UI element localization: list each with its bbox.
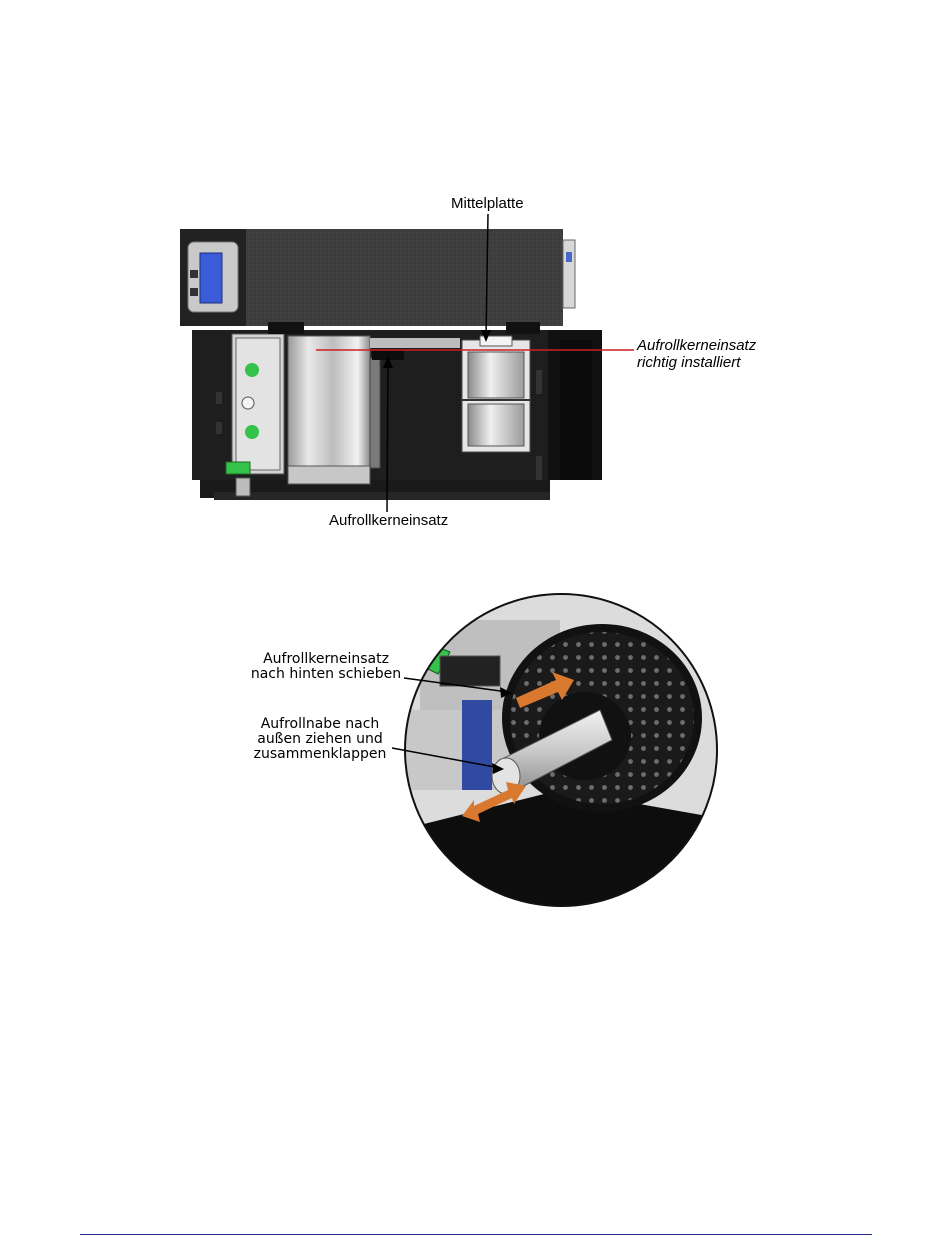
label-core-insert-installed: Aufrollkerneinsatz richtig installiert — [637, 337, 756, 371]
hub-detail-illustration — [0, 560, 950, 940]
label-push-insert-back: Aufrollkerneinsatz nach hinten schieben — [240, 652, 412, 682]
label-core-insert-installed-line2: richtig installiert — [637, 354, 756, 371]
label-core-insert-installed-line1: Aufrollkerneinsatz — [637, 337, 756, 354]
figure-hub-detail: Aufrollkerneinsatz nach hinten schieben … — [0, 560, 950, 940]
label-pull-hub-out-line2: außen ziehen und — [240, 732, 400, 747]
label-pull-hub-out-line3: zusammenklappen — [240, 747, 400, 762]
label-core-insert: Aufrollkerneinsatz — [329, 512, 448, 529]
label-push-insert-back-line2: nach hinten schieben — [240, 667, 412, 682]
printer-front-illustration — [0, 0, 950, 560]
footer-rule — [80, 1234, 872, 1235]
label-pull-hub-out-line1: Aufrollnabe nach — [240, 717, 400, 732]
label-pull-hub-out: Aufrollnabe nach außen ziehen und zusamm… — [240, 717, 400, 762]
figure-printer-front: Mittelplatte Aufrollkerneinsatz richtig … — [0, 0, 950, 560]
label-center-plate: Mittelplatte — [451, 195, 524, 212]
label-push-insert-back-line1: Aufrollkerneinsatz — [240, 652, 412, 667]
